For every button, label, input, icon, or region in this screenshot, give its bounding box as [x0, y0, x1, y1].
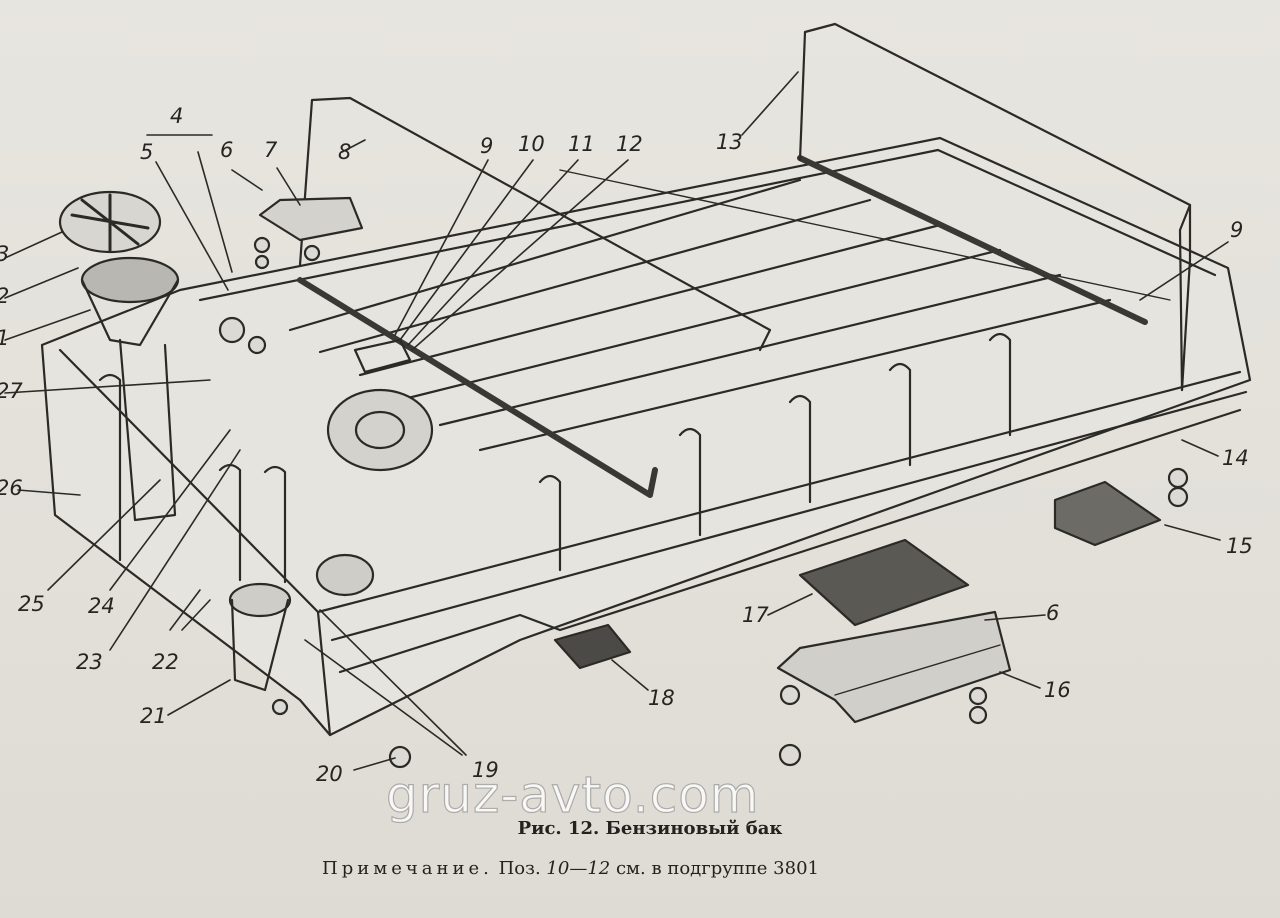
- pad-17: [798, 538, 970, 627]
- callout-19: 19: [472, 758, 499, 782]
- callout-26: 26: [0, 476, 23, 500]
- callout-11: 11: [568, 132, 595, 156]
- callout-25: 25: [18, 592, 45, 616]
- callout-27: 27: [0, 379, 23, 403]
- callout-12: 12: [616, 132, 643, 156]
- callout-20: 20: [316, 762, 343, 786]
- note-text-2: см. в подгруппе 3801: [615, 858, 819, 879]
- filler-neck: [80, 256, 180, 522]
- callout-6-right: 6: [1046, 601, 1060, 625]
- tank-strap-front: [297, 96, 1148, 498]
- bracket-7: [258, 196, 364, 242]
- filler-cap: [58, 190, 162, 254]
- note-range: 10—12: [546, 858, 611, 879]
- callout-1: 1: [0, 328, 9, 349]
- figure-note: Примечание. Поз. 10—12 см. в подгруппе 3…: [322, 858, 819, 879]
- callout-6: 6: [220, 138, 234, 162]
- watermark: gruz-avto.com: [385, 765, 760, 824]
- callout-13: 13: [716, 130, 743, 154]
- callout-21: 21: [140, 704, 167, 728]
- note-text-1: Поз.: [498, 858, 541, 879]
- pad-18: [553, 623, 632, 670]
- figure-caption: Рис. 12. Бензиновый бак: [517, 818, 783, 839]
- leader-lines: [4, 71, 1229, 771]
- callout-24: 24: [88, 594, 115, 618]
- callout-23: 23: [76, 650, 103, 674]
- callout-2: 2: [0, 286, 9, 307]
- support-16: [776, 610, 1012, 724]
- note-prefix: Примечание.: [322, 858, 493, 879]
- tank-strap-rear: [798, 22, 1192, 392]
- fuel-tank-body: [40, 136, 1252, 737]
- callout-15: 15: [1226, 534, 1253, 558]
- callout-9-right: 9: [1230, 218, 1244, 242]
- callout-14: 14: [1222, 446, 1249, 470]
- callout-3: 3: [0, 244, 9, 265]
- outlet-elbow: [228, 553, 375, 692]
- callout-22: 22: [152, 650, 179, 674]
- callout-17: 17: [742, 603, 769, 627]
- callout-10: 10: [518, 132, 545, 156]
- callout-18: 18: [648, 686, 675, 710]
- bracket-15: [1053, 480, 1162, 547]
- fasteners: [218, 236, 1189, 769]
- callout-9: 9: [480, 134, 494, 158]
- callout-16: 16: [1044, 678, 1071, 702]
- callout-7: 7: [264, 138, 278, 162]
- sender-flange: [326, 338, 434, 472]
- callout-8: 8: [338, 140, 352, 164]
- callout-4: 4: [170, 104, 184, 128]
- callout-5: 5: [140, 140, 154, 164]
